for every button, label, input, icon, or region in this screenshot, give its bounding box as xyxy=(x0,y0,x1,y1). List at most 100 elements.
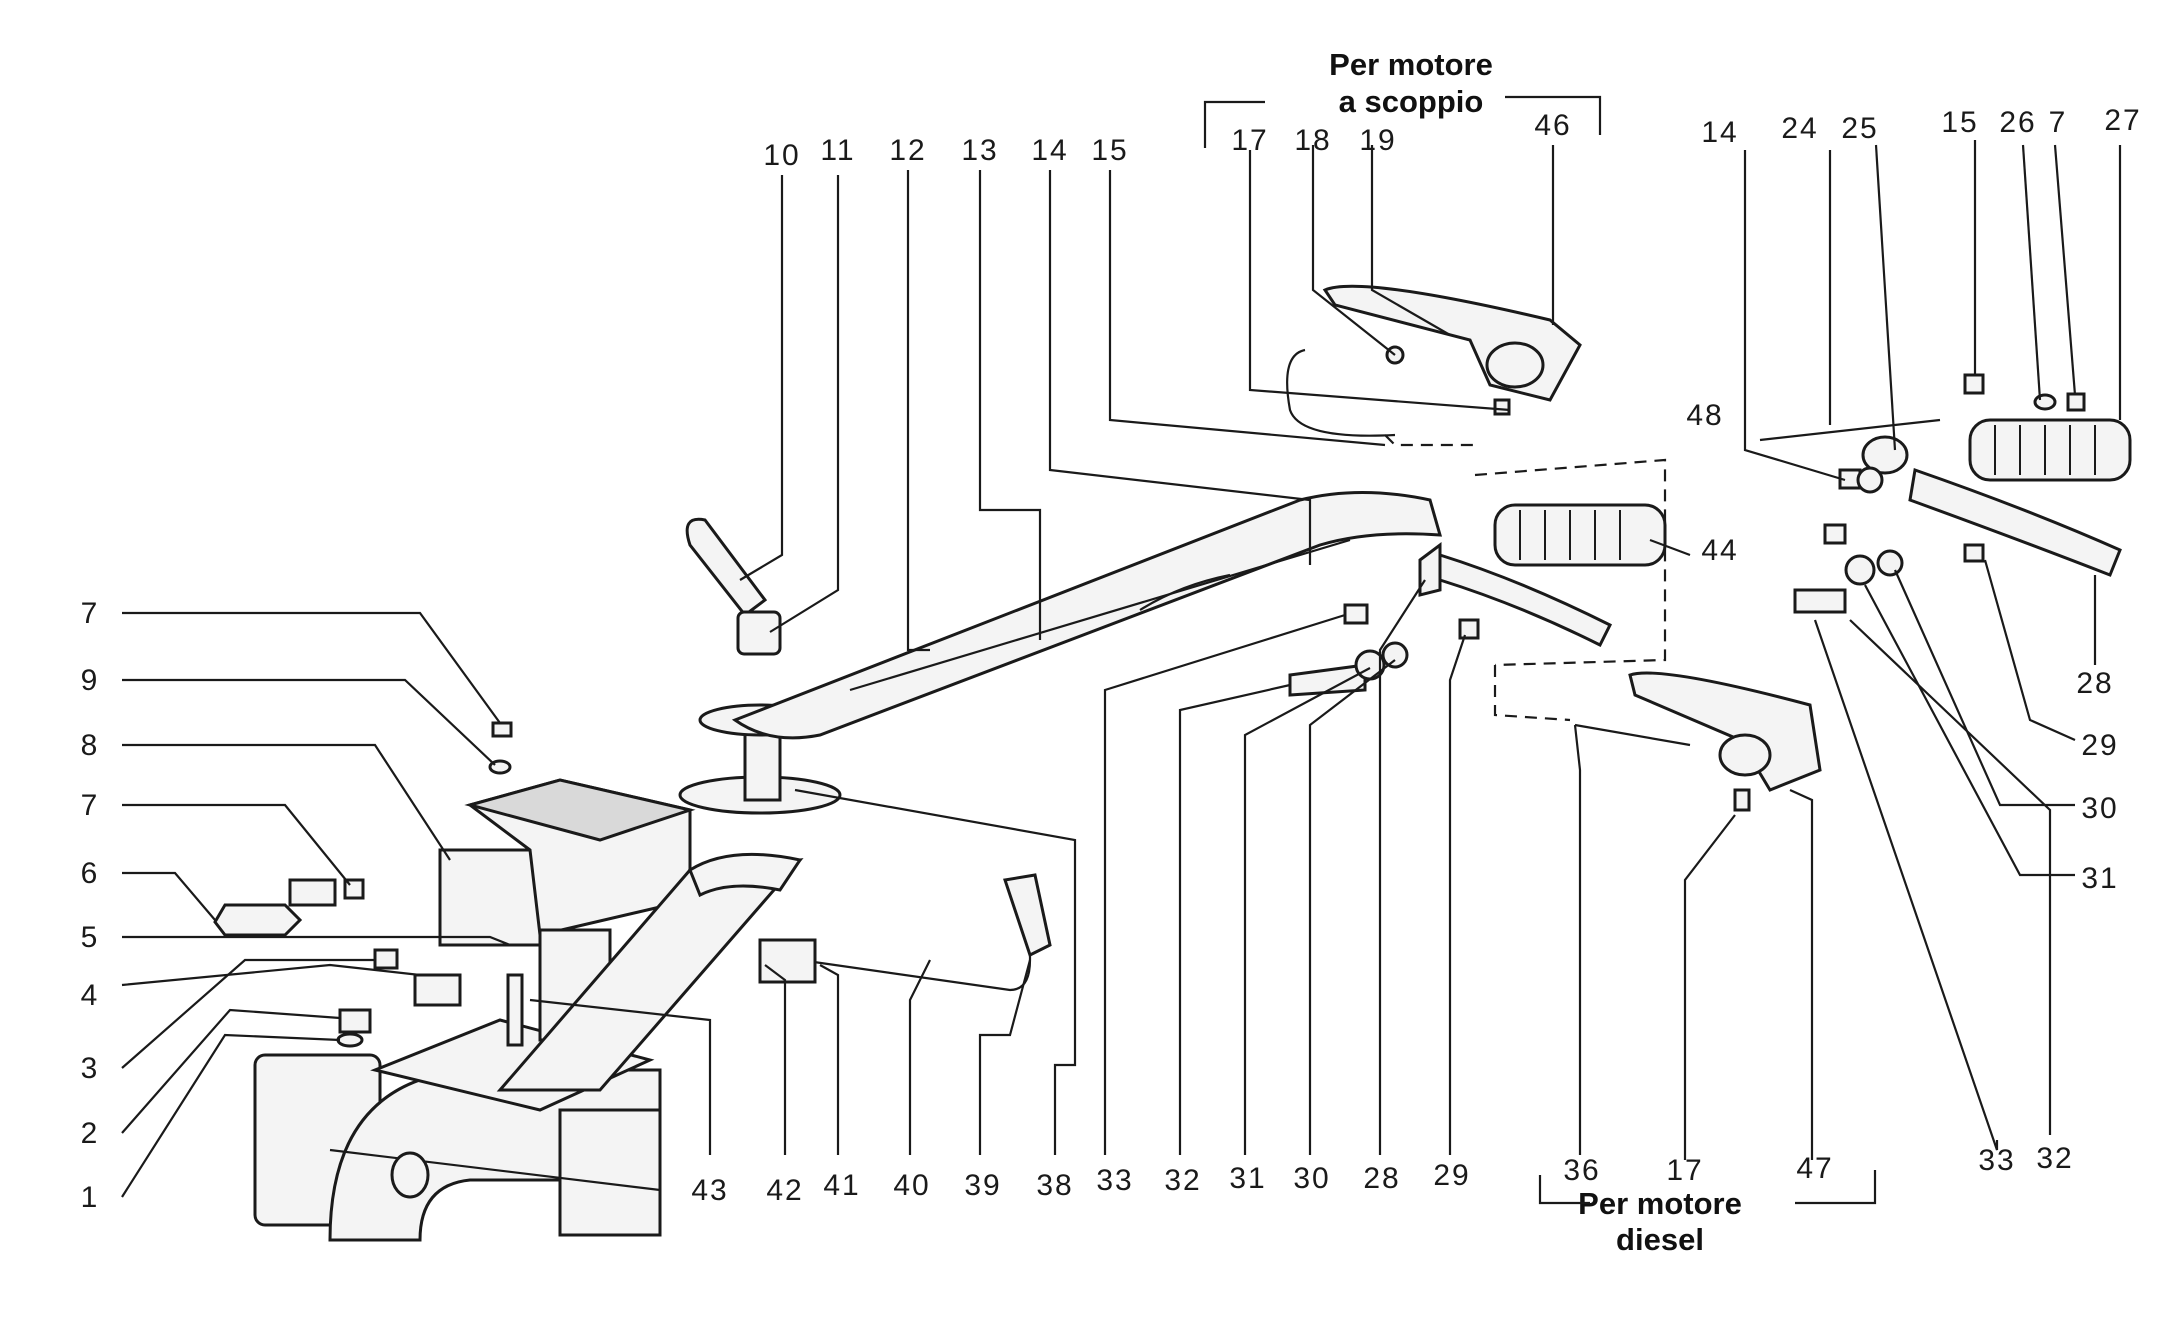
leader xyxy=(769,175,840,633)
callout-11: 11 xyxy=(820,134,855,167)
callout-6: 6 xyxy=(81,857,100,890)
callout-41: 41 xyxy=(823,1169,860,1202)
nut-33-right xyxy=(1823,523,1847,545)
diesel-bracket-right xyxy=(1795,1170,1877,1205)
callout-28-right: 28 xyxy=(2076,667,2113,700)
callout-24: 24 xyxy=(1781,112,1818,145)
petrol-throttle-lever xyxy=(1322,284,1582,402)
leader xyxy=(978,959,1032,1155)
leader xyxy=(1448,634,1467,1155)
leader xyxy=(1178,683,1291,1155)
middle-hardware xyxy=(1288,542,1480,697)
nut-7-top xyxy=(491,721,513,738)
spring-3 xyxy=(413,973,462,1007)
callout-28: 28 xyxy=(1363,1162,1400,1195)
leader xyxy=(122,803,351,886)
petrol-throttle xyxy=(1286,284,1582,437)
leader xyxy=(1683,814,1736,1160)
right-grip xyxy=(1759,418,2132,577)
callout-9: 9 xyxy=(81,664,100,697)
washer-1 xyxy=(336,1032,364,1048)
frame-bolt xyxy=(390,1151,430,1199)
handlebar-tube xyxy=(731,491,1443,740)
leader xyxy=(1103,613,1346,1155)
callout-10: 10 xyxy=(763,139,800,172)
callout-labels: 7 9 8 7 6 5 4 3 2 1 10 11 12 13 14 15 17… xyxy=(81,104,2140,1214)
diesel-title-line1: Per motore xyxy=(1578,1186,1742,1221)
washer-48 xyxy=(1856,466,1884,494)
leader xyxy=(1370,145,1451,336)
callout-26: 26 xyxy=(1999,106,2036,139)
petrol-bracket-left xyxy=(1203,100,1265,148)
callout-29-right: 29 xyxy=(2081,729,2118,762)
control-box xyxy=(438,778,696,1042)
leader xyxy=(1248,150,1511,412)
callout-5: 5 xyxy=(81,921,100,954)
leader xyxy=(978,170,1042,640)
callout-17-top: 17 xyxy=(1231,124,1268,157)
leader-lines xyxy=(121,140,2122,1198)
leader xyxy=(1573,724,1582,1155)
callout-33-right: 33 xyxy=(1978,1144,2015,1177)
right-lever-pivot xyxy=(1861,435,1909,475)
gear-lever-knob xyxy=(1003,873,1052,958)
diesel-connection xyxy=(1493,665,1571,722)
callout-3: 3 xyxy=(81,1052,100,1085)
petrol-throttle-body xyxy=(1485,341,1545,389)
throttle-nut xyxy=(1493,398,1511,416)
callout-30: 30 xyxy=(1293,1162,1330,1195)
callout-7-top: 7 xyxy=(81,597,100,630)
callout-33: 33 xyxy=(1096,1164,1133,1197)
callout-38: 38 xyxy=(1036,1169,1073,1202)
callout-14-right: 14 xyxy=(1701,116,1738,149)
callout-48: 48 xyxy=(1686,399,1723,432)
callout-13: 13 xyxy=(961,134,998,167)
handlebar-cable xyxy=(849,538,1351,692)
callout-4: 4 xyxy=(81,979,100,1012)
callout-14-top: 14 xyxy=(1031,134,1068,167)
callout-36: 36 xyxy=(1563,1154,1600,1187)
bushing-30 xyxy=(1381,641,1409,669)
petrol-connection xyxy=(1384,434,1480,447)
bracket-6 xyxy=(288,878,337,907)
diesel-cable xyxy=(1574,723,1691,747)
leader xyxy=(1308,659,1396,1155)
callout-46: 46 xyxy=(1534,109,1571,142)
petrol-title-line2: a scoppio xyxy=(1339,84,1484,119)
bushing-30-right xyxy=(1876,549,1904,577)
right-hardware xyxy=(1793,373,2086,614)
petrol-engine-group-title: Per motore a scoppio xyxy=(1203,47,1602,148)
leader xyxy=(1849,619,2052,1135)
leader xyxy=(739,175,784,581)
leader xyxy=(121,958,375,1069)
callout-32: 32 xyxy=(1164,1164,1201,1197)
leader xyxy=(122,935,511,947)
left-grip-group-box xyxy=(1474,458,1667,667)
frame-right-box xyxy=(558,1108,662,1237)
leader xyxy=(121,1008,341,1134)
diesel-throttle xyxy=(1574,671,1822,812)
callout-31-right: 31 xyxy=(2081,862,2118,895)
diesel-bracket-left xyxy=(1538,1175,1590,1205)
leader xyxy=(1874,144,1897,451)
washer-26 xyxy=(2033,393,2057,411)
right-brake-lever xyxy=(1908,467,2122,577)
diesel-nut xyxy=(1733,788,1751,812)
leader xyxy=(1048,170,1312,565)
leader xyxy=(1649,538,1691,557)
leader xyxy=(529,998,712,1155)
callout-15-top: 15 xyxy=(1091,134,1128,167)
leader xyxy=(122,871,216,921)
petrol-title-line1: Per motore xyxy=(1329,47,1493,82)
leader xyxy=(2053,144,2077,396)
nut-15-right xyxy=(1963,373,1985,395)
leader xyxy=(794,788,1077,1155)
leader xyxy=(1378,579,1426,1155)
leader xyxy=(1743,150,1846,482)
callout-40: 40 xyxy=(893,1169,930,1202)
bolt-43 xyxy=(506,973,524,1047)
leader xyxy=(764,964,787,1155)
bolt-32-right xyxy=(1793,588,1847,614)
callout-15-right: 15 xyxy=(1941,106,1978,139)
petrol-bracket-right xyxy=(1505,95,1602,135)
